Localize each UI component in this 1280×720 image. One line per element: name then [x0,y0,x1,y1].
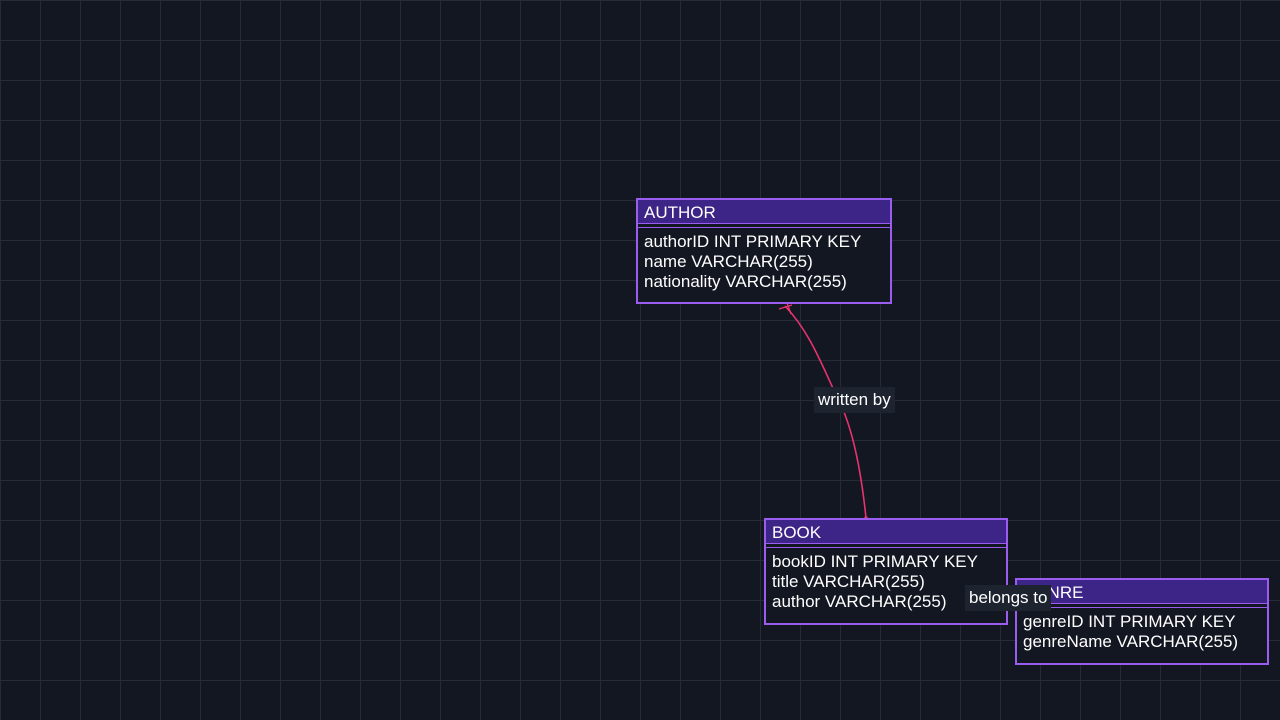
entity-field: bookID INT PRIMARY KEY [772,552,978,571]
entity-book[interactable]: BOOK bookID INT PRIMARY KEY title VARCHA… [764,518,1008,625]
header-divider [766,544,1006,548]
entity-title: BOOK [766,520,1006,544]
entity-fields: authorID INT PRIMARY KEY name VARCHAR(25… [638,228,890,296]
entity-field: genreID INT PRIMARY KEY [1023,612,1236,631]
entity-title: GENRE [1017,580,1267,604]
entity-genre[interactable]: GENRE genreID INT PRIMARY KEY genreName … [1015,578,1269,665]
entity-field: name VARCHAR(255) [644,252,813,271]
entity-fields: genreID INT PRIMARY KEY genreName VARCHA… [1017,608,1267,656]
entity-field: author VARCHAR(255) [772,592,947,611]
entity-field: genreName VARCHAR(255) [1023,632,1239,651]
header-divider [638,224,890,228]
entity-fields: bookID INT PRIMARY KEY title VARCHAR(255… [766,548,1006,616]
entity-field: title VARCHAR(255) [772,572,925,591]
entity-title: AUTHOR [638,200,890,224]
crow-foot-marker [778,302,793,315]
relationship-label-written-by[interactable]: written by [814,387,895,413]
entity-field: authorID INT PRIMARY KEY [644,232,862,251]
entity-field: nationality VARCHAR(255) [644,272,847,291]
relationship-label-belongs-to[interactable]: belongs to [965,585,1052,611]
header-divider [1017,604,1267,608]
entity-author[interactable]: AUTHOR authorID INT PRIMARY KEY name VAR… [636,198,892,304]
